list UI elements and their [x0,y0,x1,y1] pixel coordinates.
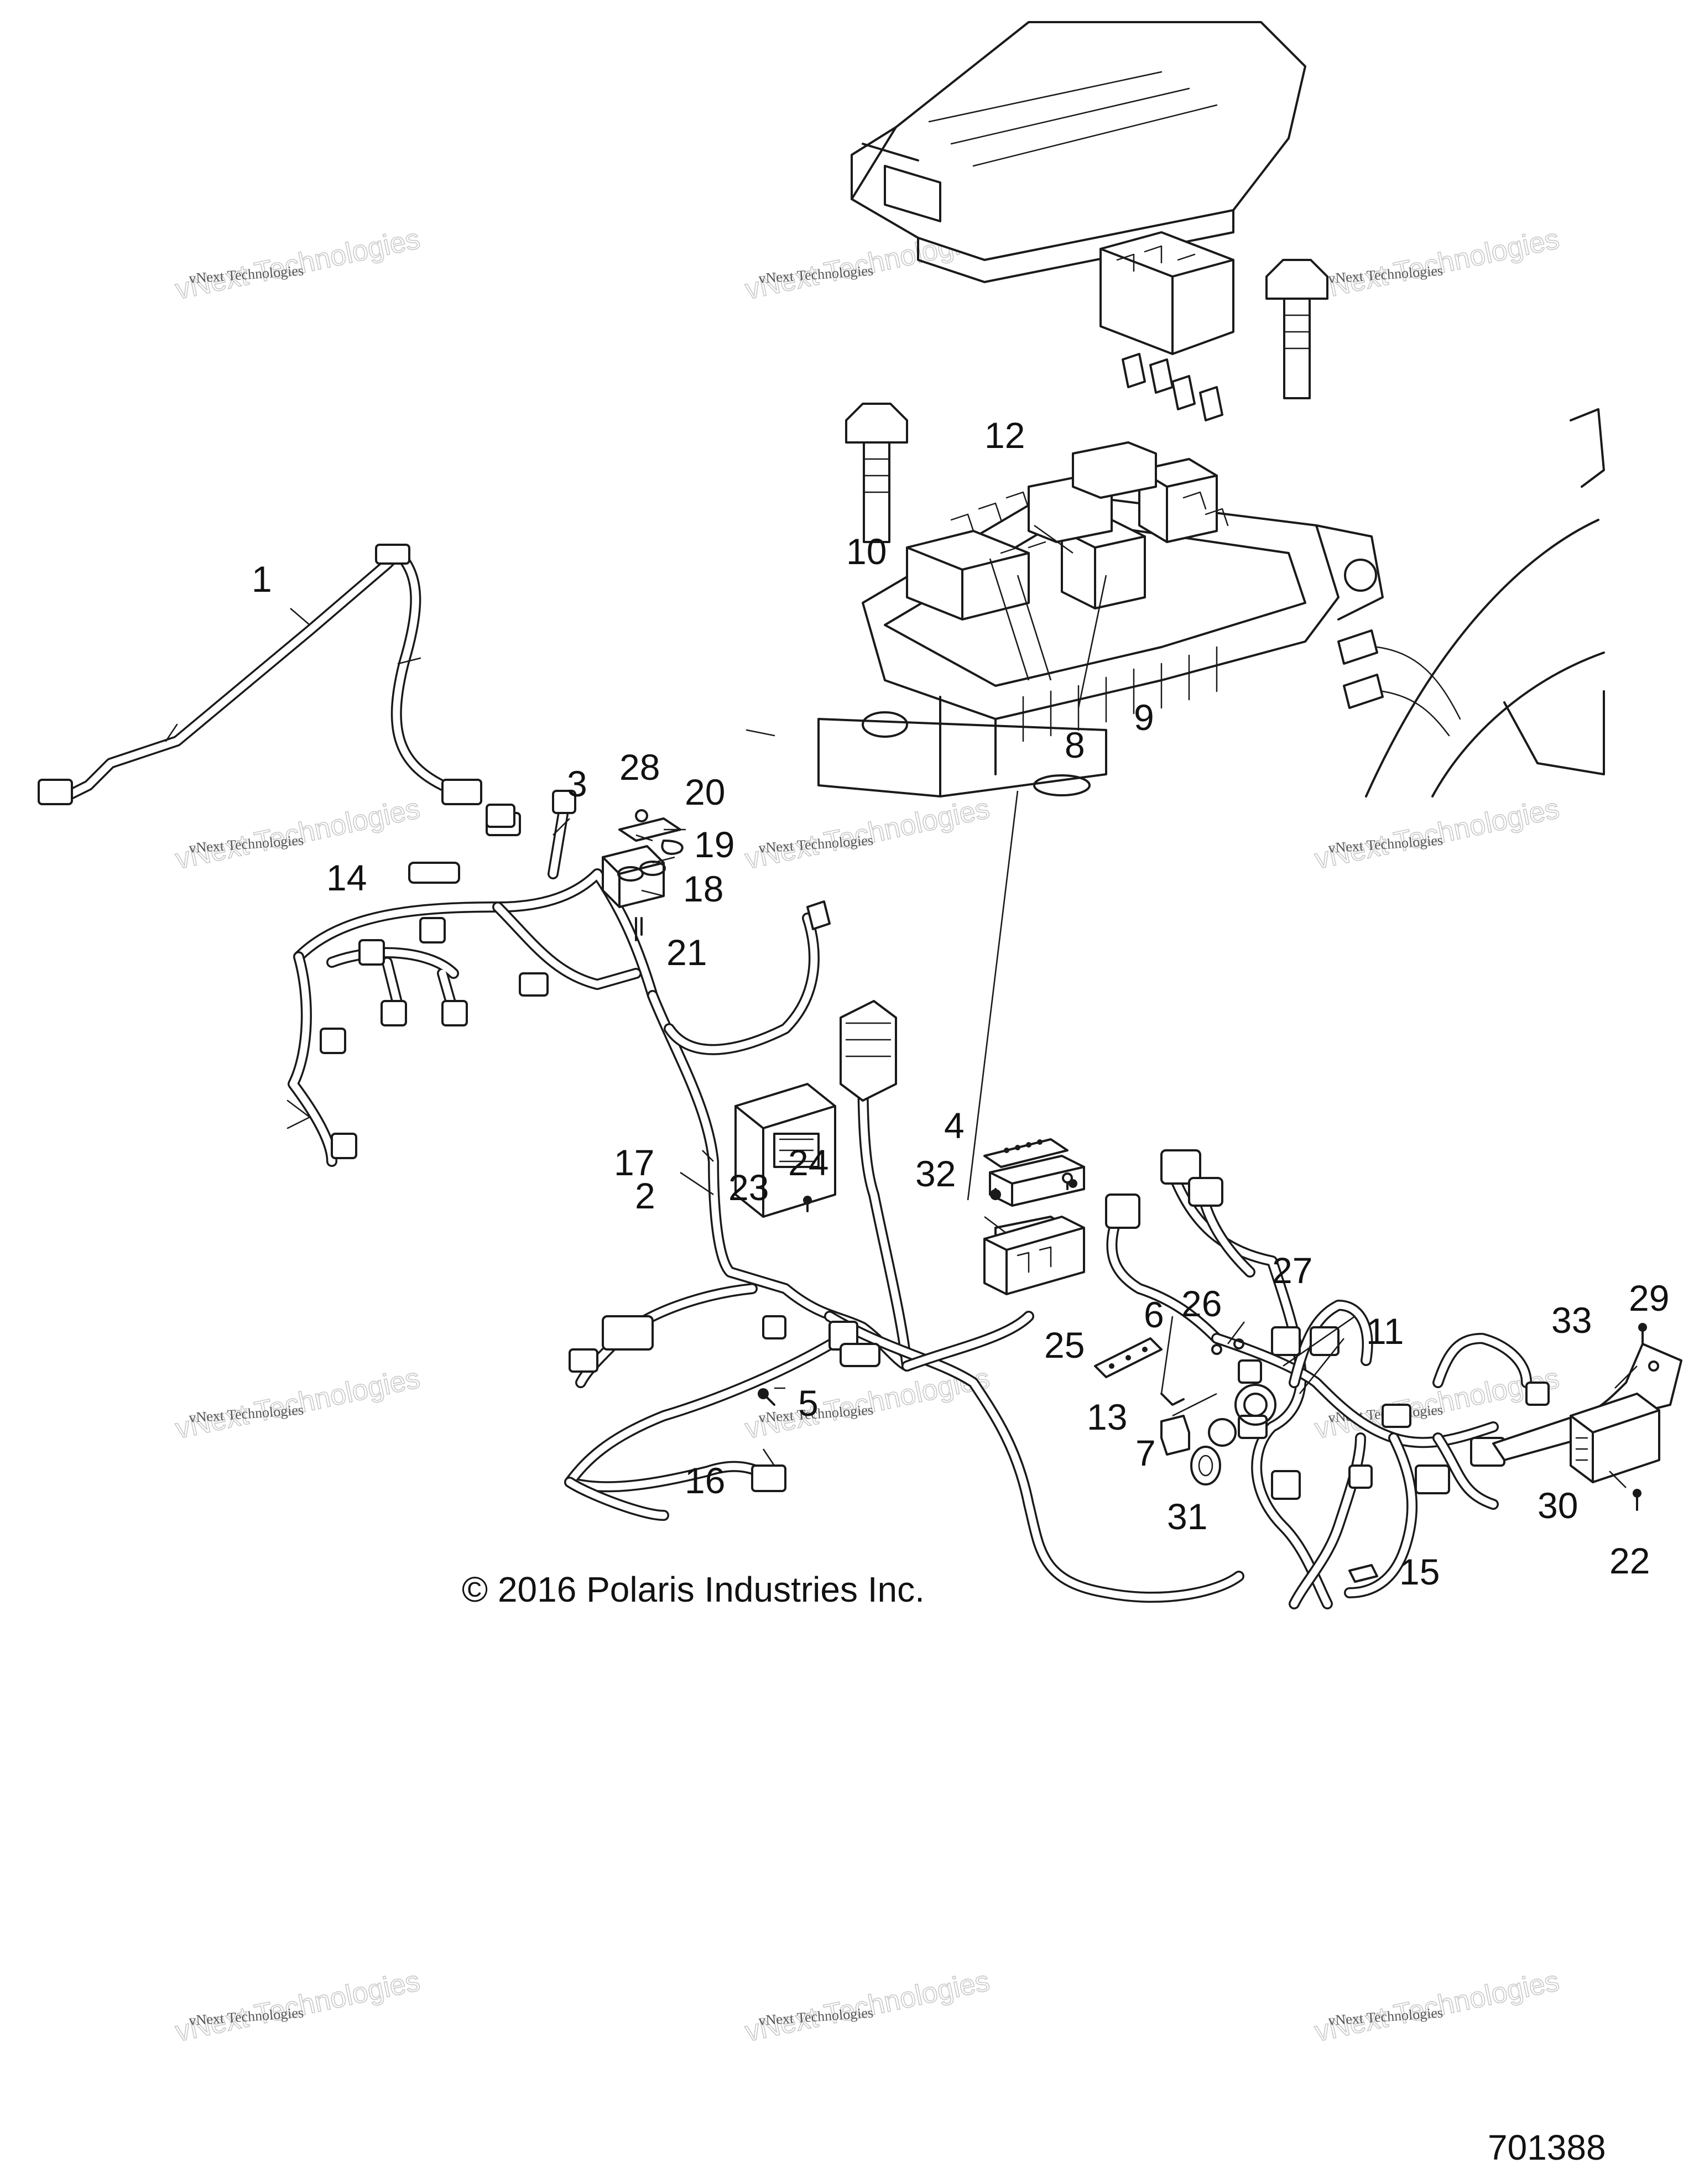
callout-19: 19 [694,824,734,865]
callout-7: 7 [1135,1432,1156,1473]
callout-18: 18 [683,868,723,909]
module-bracket [1492,1323,1682,1511]
callout-33: 33 [1551,1300,1592,1341]
callout-10: 10 [846,531,887,572]
fuses [1122,353,1223,421]
callout-12: 12 [984,415,1025,456]
callout-27: 27 [1272,1250,1312,1291]
callout-3: 3 [567,763,587,804]
callout-24: 24 [788,1142,828,1183]
harness-3 [286,790,658,1167]
harness-2-main [564,729,1244,1603]
bolt-right [1265,259,1328,399]
copyright-text: © 2016 Polaris Industries Inc. [462,1570,925,1609]
fuse-block [983,1138,1085,1295]
ecm-module [734,1083,836,1218]
callout-26: 26 [1181,1283,1222,1324]
fuse-box-cover [851,21,1306,283]
callout-8: 8 [1065,724,1085,765]
callout-15: 15 [1399,1551,1440,1592]
callout-14: 14 [326,857,367,898]
callout-25: 25 [1044,1325,1085,1365]
callout-32: 32 [915,1153,956,1194]
callout-20: 20 [685,772,725,812]
callout-17: 17 [614,1142,654,1183]
callout-5: 5 [798,1383,819,1424]
callout-4: 4 [944,1105,965,1146]
callout-21: 21 [666,932,707,973]
document-number: 701388 [1488,2128,1606,2167]
callout-30: 30 [1538,1485,1578,1526]
relay-block [1099,231,1234,355]
callout-9: 9 [1134,697,1154,738]
callout-31: 31 [1167,1496,1207,1537]
callout-layer: 1234567891011121314151617181920212223242… [252,415,1669,1592]
harness-right [1094,1149,1550,1609]
callout-11: 11 [1366,1311,1404,1352]
callout-23: 23 [728,1167,769,1208]
fuse-box-base [817,441,1384,798]
callout-22: 22 [1609,1540,1650,1581]
harness-1 [38,544,521,836]
callout-28: 28 [619,747,660,788]
callout-2: 2 [635,1175,655,1216]
leader-lines [290,524,1638,1488]
callout-13: 13 [1087,1396,1127,1437]
callout-29: 29 [1629,1278,1669,1318]
body-panel-right [1337,408,1605,798]
callout-1: 1 [252,559,272,600]
callout-6: 6 [1144,1294,1164,1335]
callout-16: 16 [685,1460,725,1501]
bolt-left [845,403,908,543]
